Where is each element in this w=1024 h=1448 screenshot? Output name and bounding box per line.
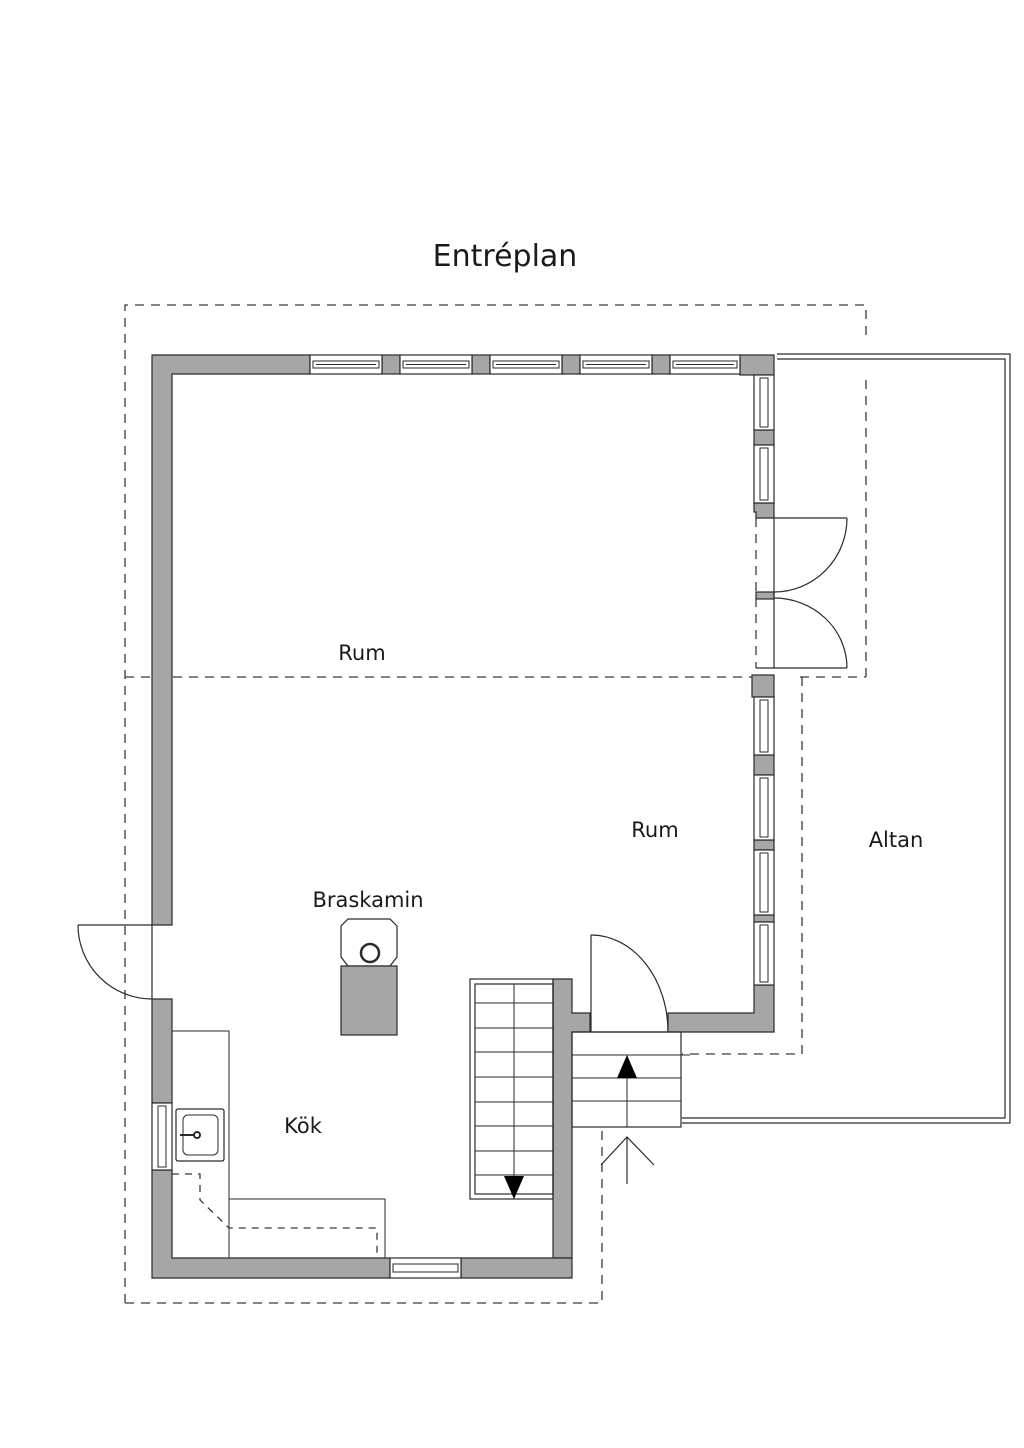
- wall-pier: [753, 914, 775, 923]
- windows-top: [309, 354, 741, 375]
- wall-segment: [667, 984, 775, 1033]
- room-label-braskamin: Braskamin: [312, 888, 423, 912]
- window-icon: [753, 849, 775, 916]
- wall-pier: [381, 354, 401, 375]
- wall-segment: [151, 354, 311, 926]
- wall-pier: [753, 839, 775, 851]
- wall-pier: [753, 754, 775, 776]
- wall-pier: [753, 502, 775, 519]
- room-label-altan: Altan: [869, 828, 924, 852]
- stairs-up-arrow-icon: [617, 1055, 637, 1078]
- windows-right: [753, 374, 775, 986]
- walls: [151, 354, 775, 1279]
- wall-pier: [755, 591, 775, 600]
- room-label-rum-lower: Rum: [631, 818, 678, 842]
- wall-pier: [753, 429, 775, 446]
- kitchen-counter: [172, 1030, 386, 1258]
- room-label-kok: Kök: [284, 1114, 323, 1138]
- window-icon: [489, 354, 563, 375]
- plan-title: Entréplan: [433, 239, 578, 274]
- window-icon: [151, 1102, 173, 1171]
- wall-segment: [151, 1169, 391, 1279]
- door-swing-icon: [77, 924, 153, 1000]
- wall-segment: [151, 998, 173, 1104]
- window-icon: [669, 354, 741, 375]
- wall-pier: [651, 354, 671, 375]
- room-label-rum-upper: Rum: [338, 641, 385, 665]
- roof-outline: [124, 304, 867, 1304]
- door-swing-icon: [590, 934, 669, 1033]
- window-icon: [753, 774, 775, 841]
- wall-pier: [561, 354, 581, 375]
- sink-icon: [175, 1108, 225, 1162]
- window-icon: [309, 354, 383, 375]
- terrace-outline: [682, 353, 1011, 1124]
- window-icon: [753, 374, 775, 431]
- stairs-icon: [571, 1031, 690, 1128]
- entrance-arrow-icon: [600, 1136, 655, 1184]
- window-icon: [389, 1257, 462, 1279]
- window-icon: [399, 354, 473, 375]
- wall-corner: [739, 354, 775, 376]
- door-swing-icon: [756, 517, 848, 669]
- stairs-down-arrow-icon: [504, 1176, 524, 1199]
- window-icon: [753, 444, 775, 504]
- window-icon: [579, 354, 653, 375]
- window-icon: [753, 921, 775, 986]
- window-icon: [753, 696, 775, 756]
- wall-segment: [460, 1257, 573, 1279]
- stairs-icon: [469, 978, 554, 1200]
- wood-stove-icon: [340, 918, 398, 1036]
- wall-pier: [471, 354, 491, 375]
- wall-pier: [751, 674, 775, 698]
